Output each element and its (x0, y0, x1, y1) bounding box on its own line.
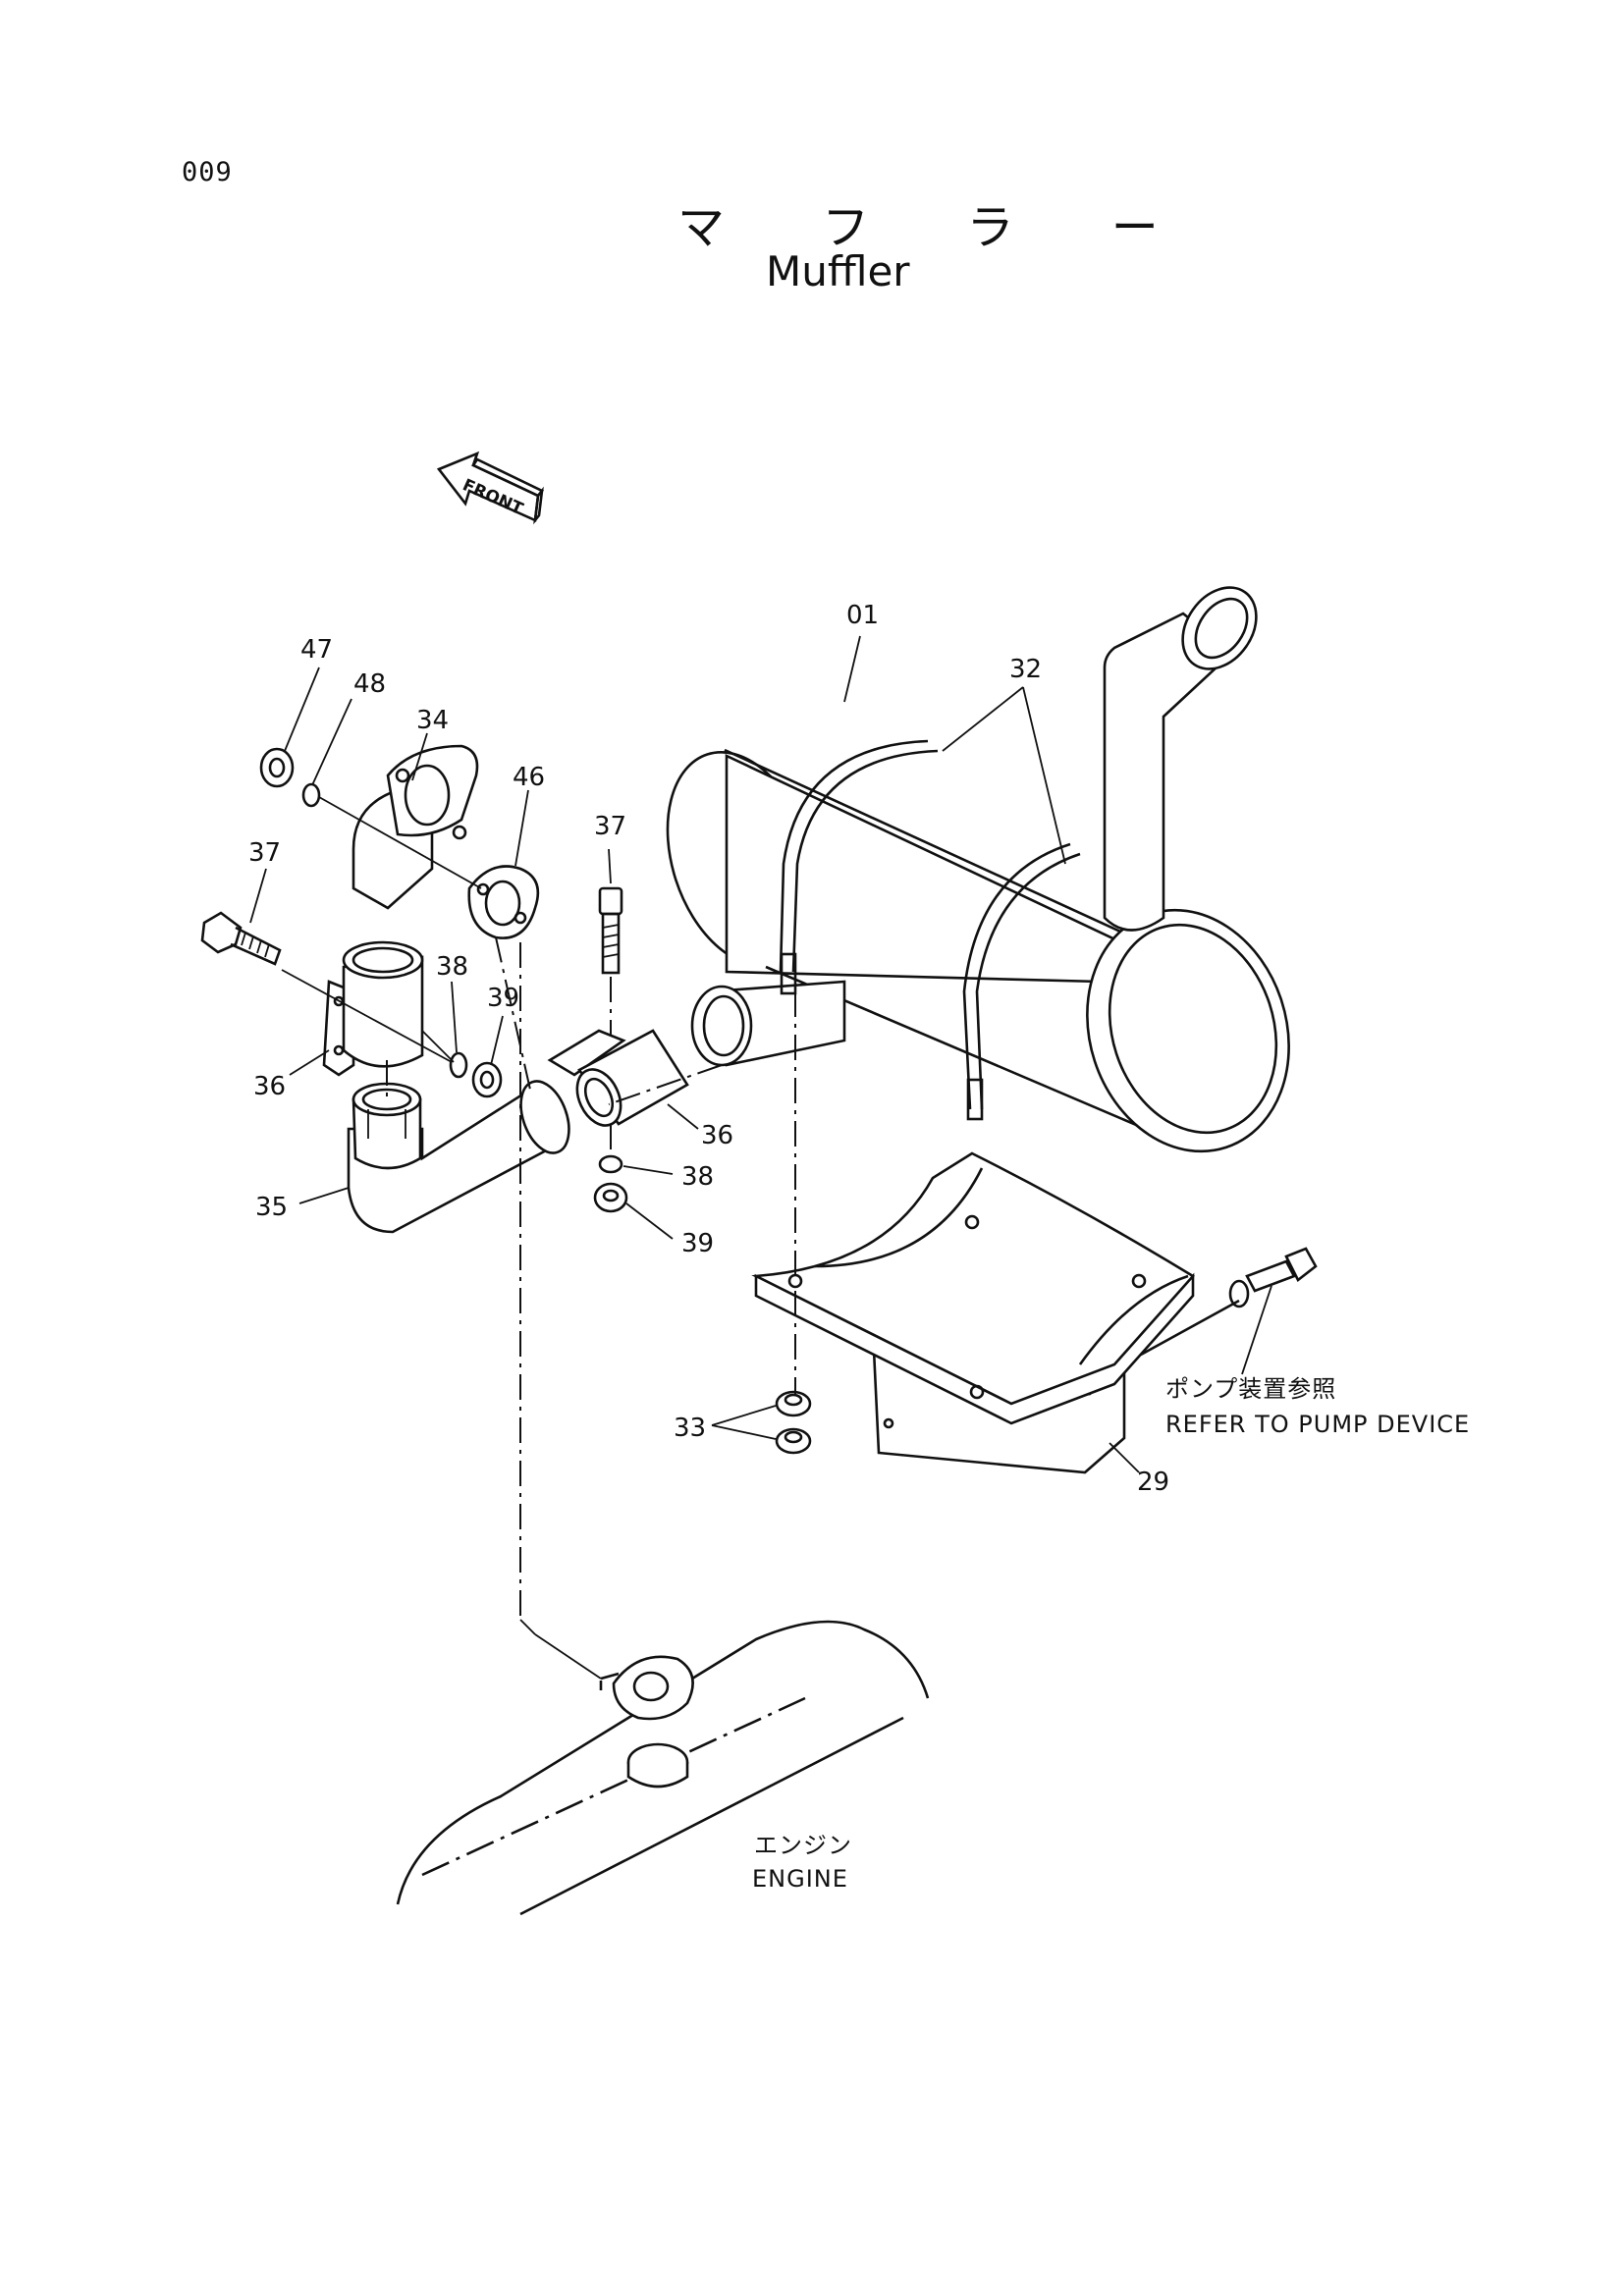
callout-29: 29 (1137, 1468, 1169, 1497)
callout-36-right: 36 (701, 1121, 733, 1150)
nut-39-right (593, 1182, 628, 1213)
clamp-36-left (322, 940, 424, 1077)
callout-01: 01 (846, 601, 879, 630)
nut-39-left (471, 1061, 503, 1098)
callout-34: 34 (416, 706, 449, 735)
callout-37-left: 37 (248, 838, 281, 868)
washer-48 (301, 782, 321, 808)
leader-lines (249, 635, 1272, 1473)
front-arrow-icon: FRONT (436, 451, 545, 525)
callout-38-right: 38 (681, 1162, 714, 1192)
muffler-body (666, 586, 1290, 1153)
gasket-46 (467, 865, 540, 939)
callout-36-left: 36 (253, 1072, 286, 1101)
callout-47: 47 (300, 635, 333, 665)
engine-outline (396, 1620, 930, 1916)
pump-note-english: REFER TO PUMP DEVICE (1165, 1411, 1470, 1438)
engine-note-english: ENGINE (752, 1865, 848, 1893)
support-bracket (751, 1151, 1195, 1474)
pipe-35 (347, 1080, 570, 1234)
engine-note-japanese: エンジン (754, 1832, 852, 1859)
callout-48: 48 (353, 669, 386, 699)
callout-33: 33 (674, 1414, 706, 1443)
bolt-37-left (200, 911, 282, 966)
assembly-lines (281, 796, 796, 1680)
bracket-nuts (775, 1390, 812, 1455)
callout-39-right: 39 (681, 1229, 714, 1258)
pump-note-japanese: ポンプ装置参照 (1165, 1375, 1336, 1403)
callout-46: 46 (513, 763, 545, 792)
callout-32: 32 (1009, 655, 1042, 684)
elbow-34 (352, 744, 479, 910)
washer-38-left (449, 1051, 468, 1079)
callout-35: 35 (255, 1193, 288, 1222)
callout-39-left: 39 (487, 984, 519, 1013)
pump-bolt (1140, 1247, 1318, 1357)
callout-38-left: 38 (436, 952, 468, 982)
bolt-37-center (598, 886, 623, 975)
title-japanese: マ フ ラ ー (677, 200, 1200, 255)
nut-47 (259, 747, 295, 788)
page-number: 009 (182, 157, 233, 187)
clamp-36-right (547, 1029, 689, 1127)
callout-37-center: 37 (594, 812, 626, 841)
title-english: Muffler (766, 247, 910, 295)
washer-38-right (598, 1154, 623, 1174)
